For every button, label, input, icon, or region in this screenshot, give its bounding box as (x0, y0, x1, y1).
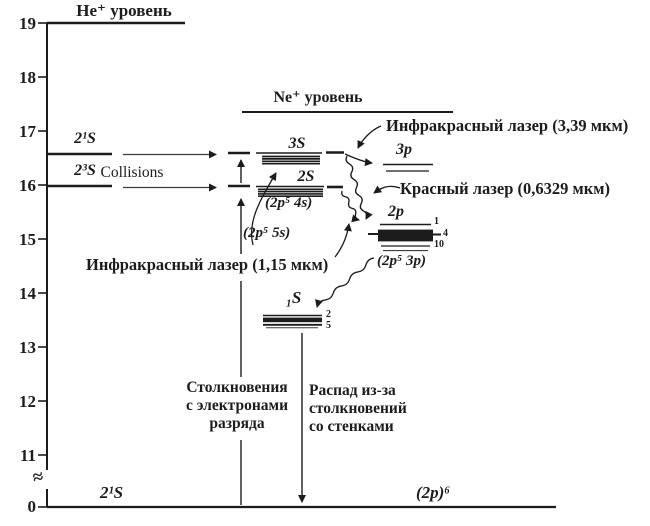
energy-axis (38, 22, 556, 509)
ne-3s-level-band (256, 152, 322, 165)
sublevel-2p-10: 10 (434, 239, 444, 250)
axis-tick-15: 15 (19, 230, 36, 249)
he-ground-label: 2¹S (100, 483, 124, 502)
ne-2p-label: 2p (388, 203, 404, 220)
he-2-3s-label: 2³S (74, 162, 96, 179)
wall-decay-line3: со стенками (309, 418, 394, 435)
wall-decay-line2: столкновений (309, 400, 407, 417)
wavy-3s-to-2p-arrow (345, 155, 373, 220)
axis-tick-11: 11 (19, 446, 36, 465)
ne-3p-level-lines (383, 163, 433, 172)
he-2-1s-label: 2¹S (74, 130, 96, 147)
radiative-transition-arrows (315, 155, 375, 308)
ne-ground-label: (2p)⁶ (416, 483, 451, 502)
ne-ion-level-label: Ne⁺ уровень (273, 89, 363, 106)
laser-pointer-arrows (334, 125, 401, 258)
collision-transfer-arrows (123, 150, 217, 192)
ne-1s-label: ₁S (286, 288, 302, 307)
axis-tick-0: 0 (27, 497, 37, 516)
electron-collisions-line2: с электронами (185, 397, 289, 414)
axis-tick-16: 16 (19, 176, 36, 195)
config-2p5-5s-label: (2p⁵ 5s) (243, 225, 291, 241)
axis-tick-13: 13 (19, 338, 36, 357)
axis-tick-19: 19 (19, 14, 36, 33)
config-2p5-3p-label: (2p⁵ 3p) (377, 253, 426, 269)
ne-3p-label: 3p (396, 141, 412, 158)
config-2p5-4s-label: (2p⁵ 4s) (265, 195, 313, 211)
level-dashes (228, 151, 344, 189)
axis-tick-12: 12 (19, 392, 36, 411)
electron-collisions-text: Столкновения с электронами разряда (167, 379, 307, 433)
axis-ticks (38, 22, 47, 508)
ne-2p-level-band (368, 223, 441, 252)
ne-2s-level-band (256, 185, 324, 197)
red-laser-label: Красный лазер (0,6329 мкм) (400, 179, 610, 198)
he-ion-level-label: He⁺ уровень (76, 1, 172, 20)
wavy-2s-to-2p-arrow (341, 190, 360, 223)
electron-collisions-line3: разряда (209, 415, 265, 432)
sublevel-2p-1: 1 (434, 216, 439, 227)
wavy-2p-to-1s-arrow (315, 257, 375, 308)
config-pointer-arrow (250, 172, 277, 246)
sublevel-2p-4: 4 (443, 228, 448, 239)
ne-3s-label: 3S (288, 135, 306, 152)
ne-2s-label: 2S (297, 168, 315, 185)
collisions-label: Collisions (100, 164, 164, 181)
sublevel-1s-5: 5 (326, 320, 331, 331)
wall-decay-text: Распад из-за столкновений со стенками (309, 382, 407, 436)
axis-tick-14: 14 (19, 284, 36, 303)
ne-1s-level-band (263, 314, 322, 329)
electron-collisions-line1: Столкновения (186, 379, 288, 396)
ir-laser-339-label: Инфракрасный лазер (3,39 мкм) (386, 116, 629, 135)
wall-decay-line1: Распад из-за (309, 382, 396, 399)
sublevel-1s-2: 2 (326, 309, 331, 320)
axis-tick-17: 17 (19, 122, 36, 141)
ir-laser-115-label: Инфракрасный лазер (1,15 мкм) (86, 255, 329, 274)
axis-tick-18: 18 (19, 68, 36, 87)
